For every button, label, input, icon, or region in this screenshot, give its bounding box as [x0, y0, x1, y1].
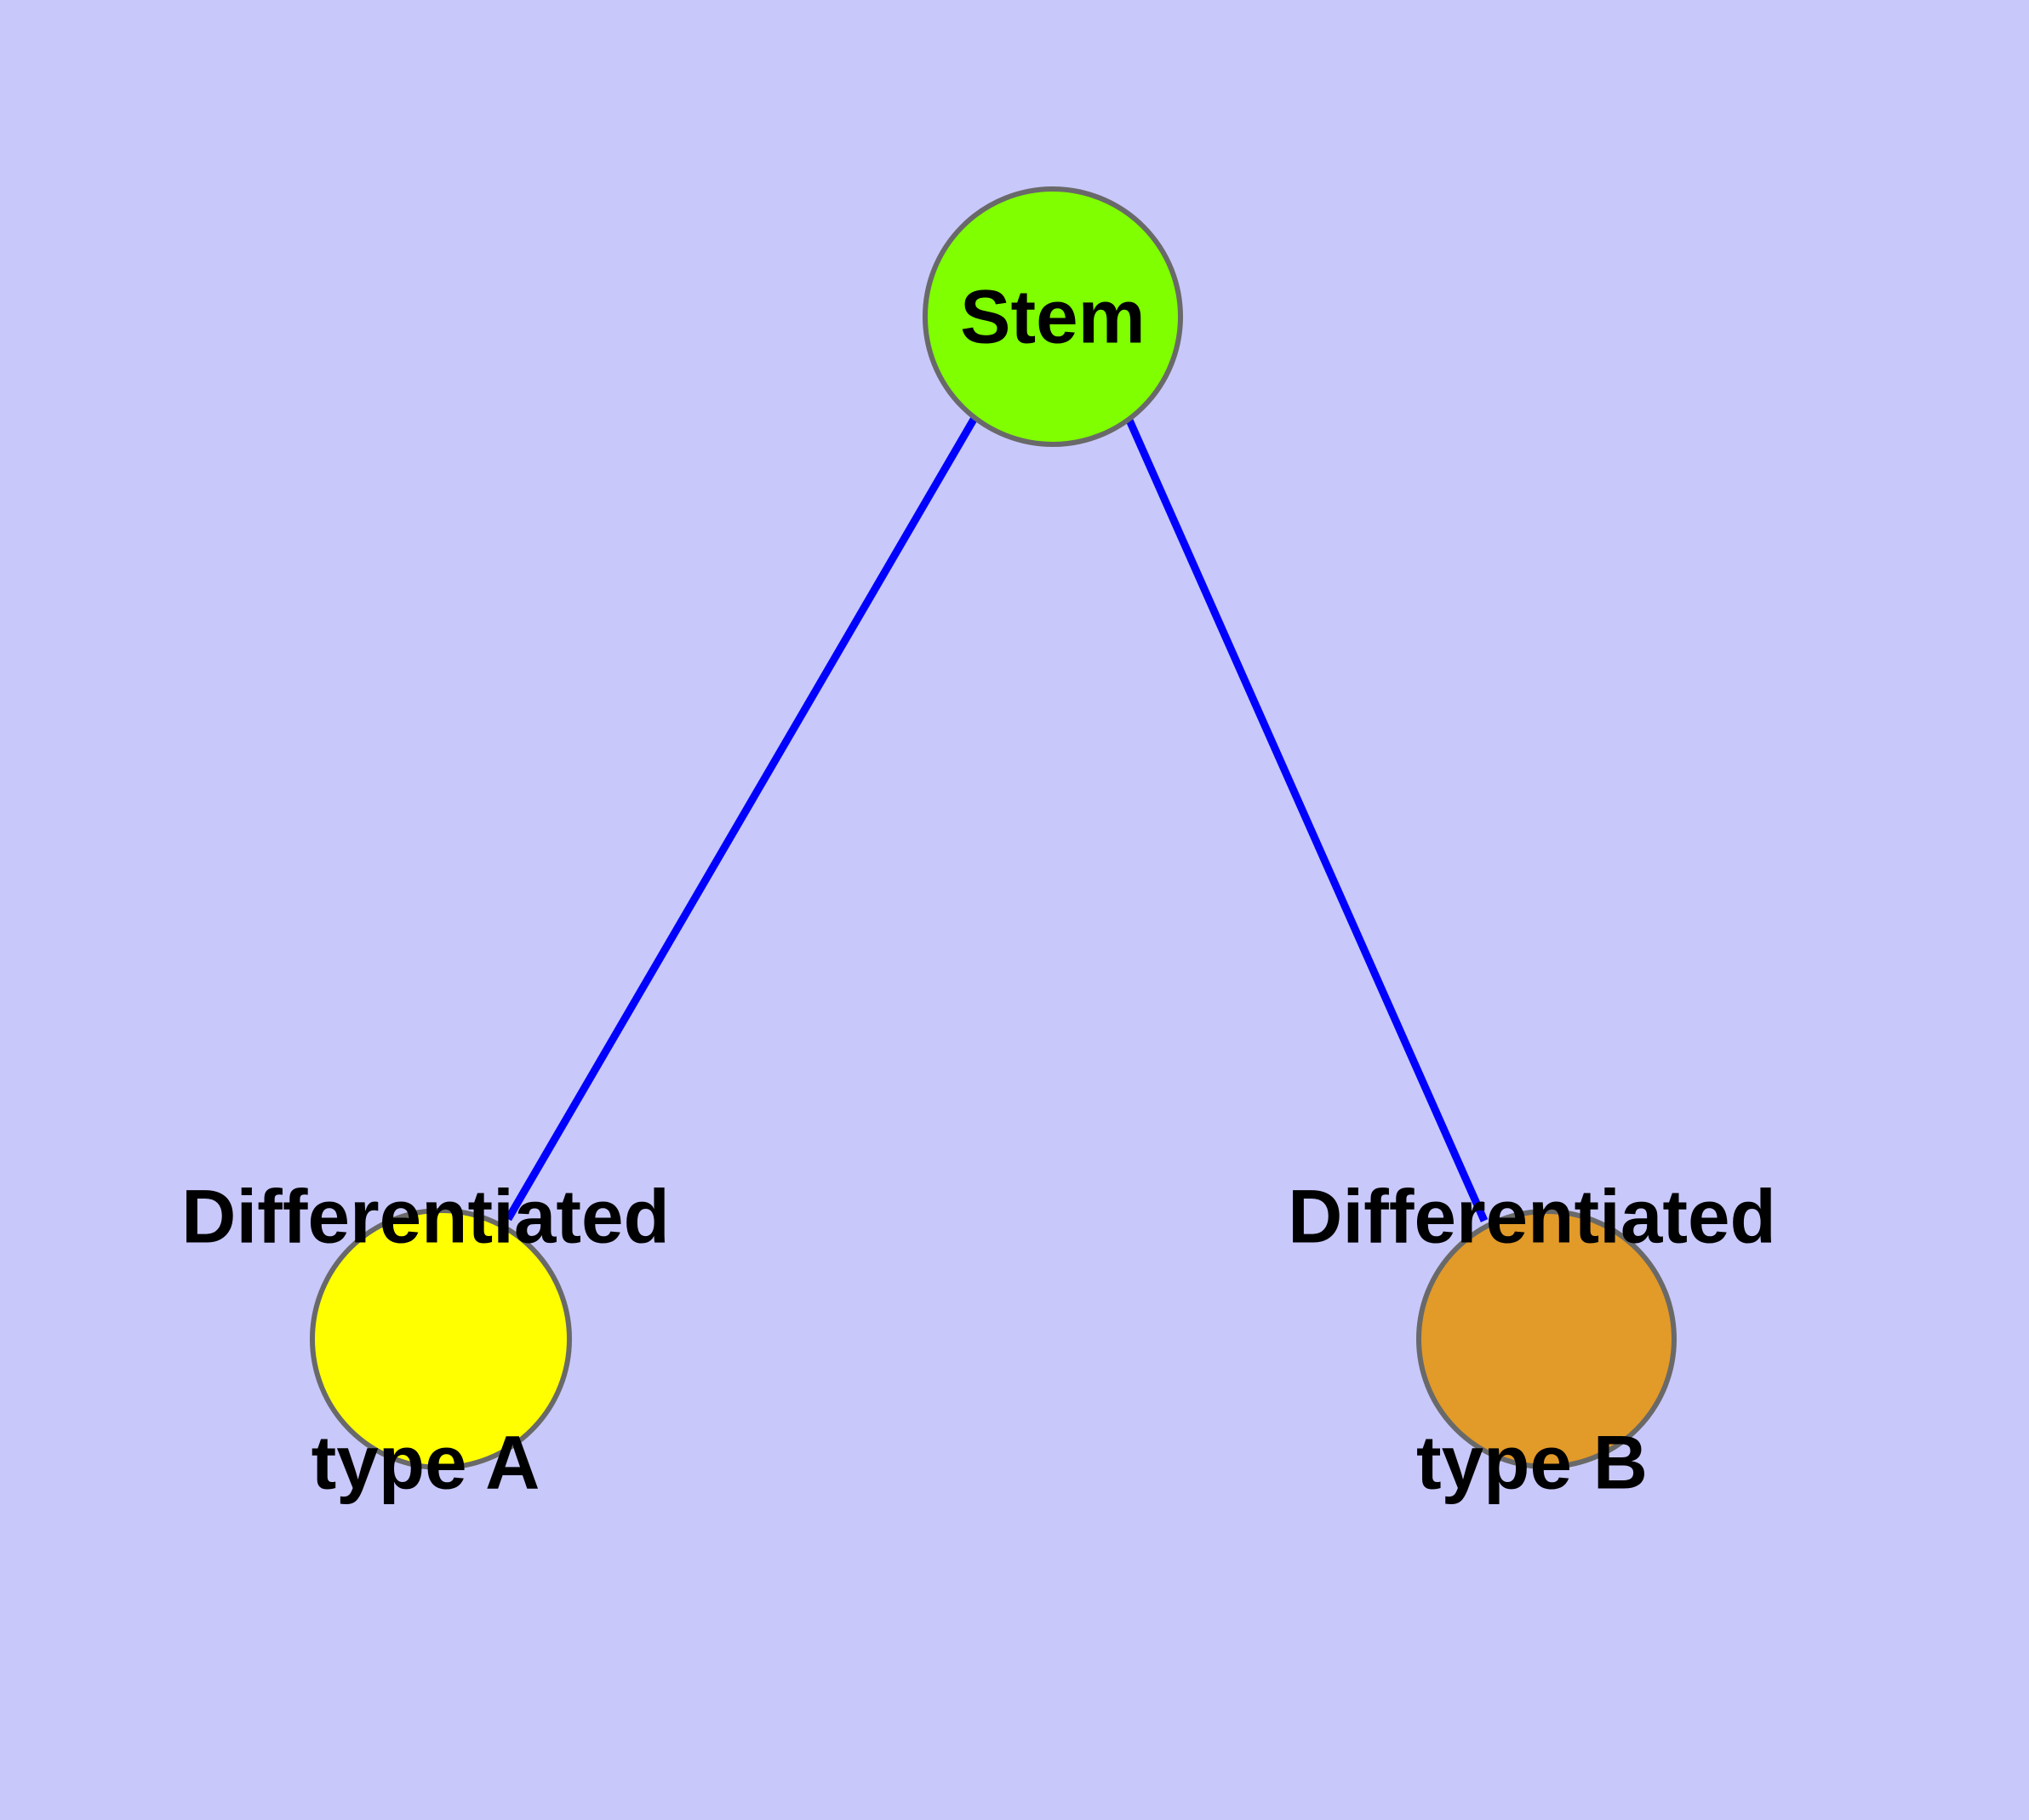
- node-differentiated-type-a[interactable]: [310, 1208, 572, 1470]
- edge-stem-to-differentiated-type-a[interactable]: [505, 415, 978, 1222]
- node-stem[interactable]: [923, 186, 1183, 447]
- edge-stem-to-differentiated-type-b[interactable]: [1123, 415, 1489, 1222]
- node-differentiated-type-b[interactable]: [1416, 1209, 1677, 1469]
- edge-layer: [505, 415, 1489, 1222]
- node-layer: [310, 186, 1677, 1470]
